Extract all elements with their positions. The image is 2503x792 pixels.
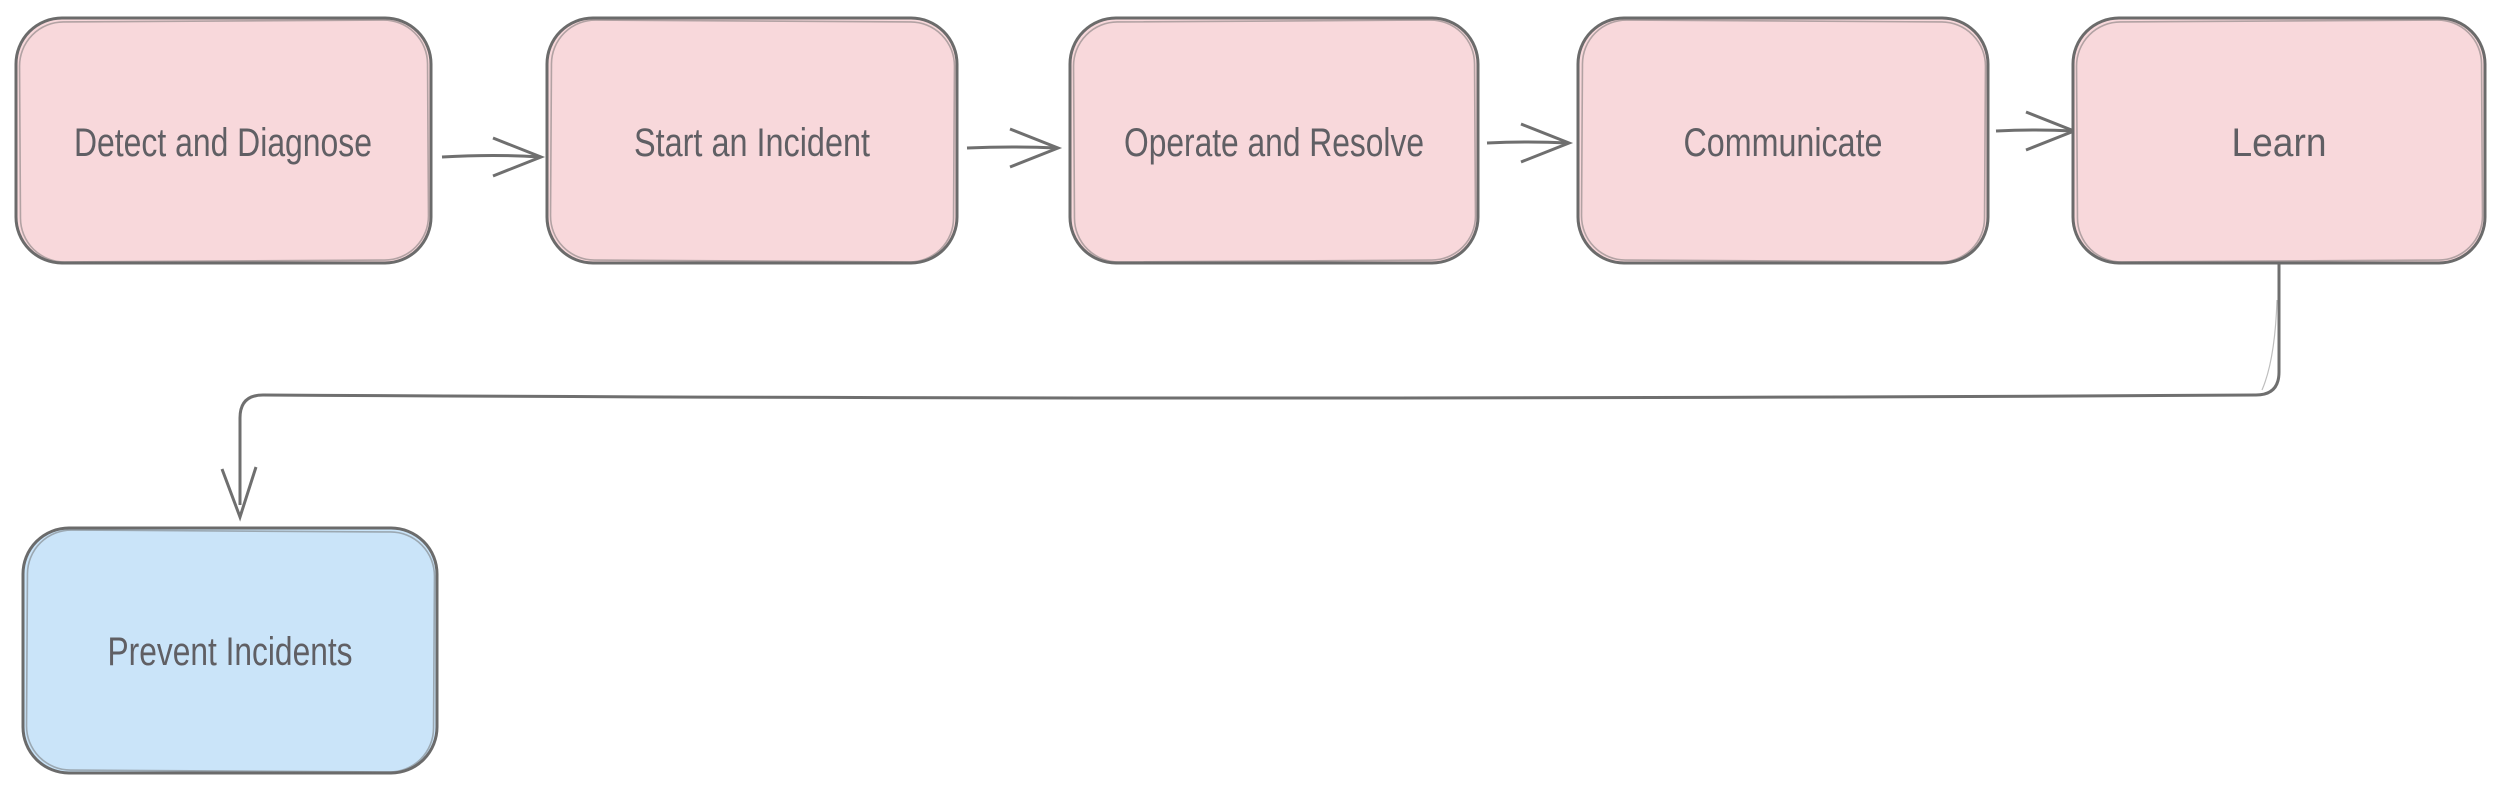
node-sketch-stroke — [25, 529, 436, 773]
node-start-an-incident[interactable]: Start an Incident — [545, 16, 959, 265]
node-prevent-incidents[interactable]: Prevent Incidents — [21, 526, 439, 775]
edge-sketch-stroke — [2261, 299, 2278, 391]
node-sketch-stroke — [18, 19, 430, 263]
node-label: Prevent Incidents — [108, 630, 353, 674]
node-detect-and-diagnose[interactable]: Detect and Diagnose — [14, 16, 433, 265]
node-operate-and-resolve[interactable]: Operate and Resolve — [1068, 16, 1480, 265]
node-label: Detect and Diagnose — [74, 121, 372, 165]
node-shape — [1068, 16, 1480, 265]
edge-line — [966, 145, 1058, 150]
edge-detect-to-start[interactable] — [441, 136, 546, 178]
arrowhead-right-icon — [1520, 122, 1574, 164]
node-shape — [21, 526, 439, 775]
node-learn[interactable]: Learn — [2071, 16, 2487, 265]
arrowhead-down-icon — [220, 466, 258, 522]
node-shape — [1576, 16, 1990, 265]
node-label: Start an Incident — [634, 121, 870, 165]
node-sketch-stroke — [2075, 19, 2484, 263]
edge-line — [1995, 128, 2074, 133]
edge-line — [441, 154, 541, 159]
node-label: Operate and Resolve — [1124, 121, 1424, 165]
node-shape — [545, 16, 959, 265]
edge-line — [1486, 140, 1569, 145]
node-label: Communicate — [1684, 121, 1883, 165]
arrowhead-right-icon — [1009, 127, 1063, 169]
edge-operate-to-communicate[interactable] — [1486, 122, 1574, 164]
node-communicate[interactable]: Communicate — [1576, 16, 1990, 265]
node-sketch-stroke — [1072, 19, 1477, 263]
node-sketch-stroke — [1580, 19, 1987, 263]
edge-learn-to-prevent-incidents[interactable] — [220, 264, 2281, 522]
edge-start-to-operate[interactable] — [966, 127, 1063, 169]
arrowhead-right-icon — [492, 136, 546, 178]
node-sketch-stroke — [549, 19, 956, 263]
node-shape — [14, 16, 433, 265]
node-label: Learn — [2232, 121, 2327, 165]
node-shape — [2071, 16, 2487, 265]
edge-line — [238, 264, 2281, 505]
edge-communicate-to-learn[interactable] — [1995, 110, 2079, 152]
